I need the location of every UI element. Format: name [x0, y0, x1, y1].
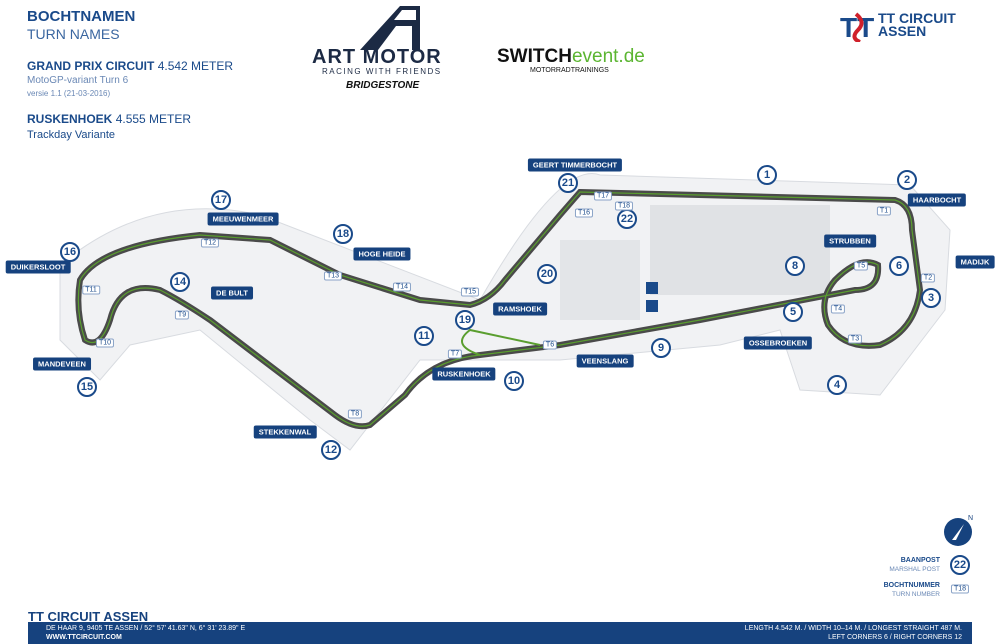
- corner-strubben: STRUBBEN: [824, 234, 876, 248]
- marker-2: 2: [897, 170, 917, 190]
- artmotor-logo-icon: [360, 6, 420, 50]
- switch-tag: MOTORRADTRAININGS: [530, 67, 609, 74]
- turn-t5: T5: [853, 261, 869, 271]
- marker-4: 4: [827, 375, 847, 395]
- gp-label: GRAND PRIX CIRCUIT: [27, 59, 155, 73]
- corner-ramshoek: RAMSHOEK: [493, 302, 547, 316]
- marker-12: 12: [321, 440, 341, 460]
- footer-bar: DE HAAR 9, 9405 TE ASSEN / 52° 57' 41.63…: [28, 622, 972, 644]
- title: BOCHTNAMEN: [27, 8, 136, 25]
- gp-length: 4.542 METER: [157, 59, 234, 73]
- corner-ruskenhoek: RUSKENHOEK: [432, 367, 496, 381]
- turn-t3: T3: [847, 334, 863, 344]
- ruskenhoek-variant: [461, 328, 541, 356]
- svg-text:N: N: [968, 515, 973, 522]
- gp-info: GRAND PRIX CIRCUIT 4.542 METER: [27, 59, 233, 73]
- marker-6: 6: [889, 256, 909, 276]
- rk-length: 4.555 METER: [115, 112, 192, 126]
- corner-haarbocht: HAARBOCHT: [907, 193, 967, 207]
- corner-duikersloot: DUIKERSLOOT: [5, 260, 71, 274]
- corner-hoge-heide: HOGE HEIDE: [353, 247, 411, 261]
- turn-t14: T14: [392, 282, 412, 292]
- artmotor-tag: RACING WITH FRIENDS: [322, 67, 442, 76]
- marker-3: 3: [921, 288, 941, 308]
- rk-info: RUSKENHOEK 4.555 METER: [27, 112, 191, 126]
- gp-variant: MotoGP-variant Turn 6: [27, 75, 129, 86]
- legend-marshal-nl: BAANPOST: [900, 557, 940, 564]
- turn-t2: T2: [920, 273, 936, 283]
- corner-de-bult: DE BULT: [211, 286, 253, 300]
- turn-t1: T1: [876, 206, 892, 216]
- switch-logo: SWITCHevent.de: [497, 46, 645, 68]
- footer-address: DE HAAR 9, 9405 TE ASSEN / 52° 57' 41.63…: [46, 625, 246, 632]
- corner-veenslang: VEENSLANG: [576, 354, 634, 368]
- marker-15: 15: [77, 377, 97, 397]
- turn-t11: T11: [82, 285, 100, 295]
- switch-domain: event.de: [571, 46, 645, 67]
- gp-version: versie 1.1 (21-03-2016): [27, 89, 111, 98]
- buildings: [560, 205, 830, 320]
- footer-name: TT CIRCUIT ASSEN: [28, 609, 149, 624]
- corner-mandeveen: MANDEVEEN: [33, 357, 91, 371]
- marker-14: 14: [170, 272, 190, 292]
- medical-icon: [646, 282, 658, 294]
- turn-t7: T7: [447, 349, 463, 359]
- turn-t6: T6: [542, 340, 558, 350]
- legend-turn-nl: BOCHTNUMMER: [883, 582, 940, 589]
- legend-turn-example: T18: [950, 584, 970, 594]
- circuit-logo-text: TT CIRCUIT ASSEN: [878, 10, 956, 39]
- track-edge-line: [77, 191, 921, 427]
- corner-stekkenwal: STEKKENWAL: [253, 425, 317, 439]
- rk-label: RUSKENHOEK: [27, 112, 113, 126]
- legend-marshal-example: 22: [950, 555, 970, 575]
- switch-name: SWITCH: [497, 46, 572, 67]
- marker-19: 19: [455, 310, 475, 330]
- marker-8: 8: [785, 256, 805, 276]
- marker-18: 18: [333, 224, 353, 244]
- marker-17: 17: [211, 190, 231, 210]
- marker-20: 20: [537, 264, 557, 284]
- corner-madijk: MADIJK: [955, 255, 995, 269]
- helipad-icon: [646, 300, 658, 312]
- artmotor-name: ART MOTOR: [312, 46, 442, 68]
- subtitle: TURN NAMES: [27, 26, 120, 42]
- turn-t10: T10: [95, 338, 115, 348]
- turn-t8: T8: [347, 409, 363, 419]
- corner-meeuwenmeer: MEEUWENMEER: [207, 212, 279, 226]
- tt-circuit-logo: TT TT CIRCUIT ASSEN: [840, 10, 960, 42]
- marker-10: 10: [504, 371, 524, 391]
- footer-stats-length: LENGTH 4.542 M. / WIDTH 10–14 M. / LONGE…: [744, 625, 962, 632]
- turn-t17: T17: [593, 191, 613, 201]
- rk-variant: Trackday Variante: [27, 129, 116, 141]
- turn-t4: T4: [830, 304, 846, 314]
- marker-11: 11: [414, 326, 434, 346]
- marker-5: 5: [783, 302, 803, 322]
- legend-turn-en: TURN NUMBER: [891, 591, 940, 598]
- footer-url[interactable]: WWW.TTCIRCUIT.COM: [46, 634, 122, 641]
- turn-t15: T15: [460, 287, 480, 297]
- turn-t9: T9: [174, 310, 190, 320]
- marker-21: 21: [558, 173, 578, 193]
- turn-t18: T18: [614, 201, 634, 211]
- turn-t16: T16: [574, 208, 594, 218]
- turn-t12: T12: [200, 238, 220, 248]
- tt-logo-icon: TT: [840, 12, 874, 42]
- corner-geert-timmerbocht: GEERT TIMMERBOCHT: [527, 158, 623, 172]
- bridgestone-logo: BRIDGESTONE: [346, 80, 420, 91]
- turn-t13: T13: [323, 271, 343, 281]
- marker-1: 1: [757, 165, 777, 185]
- corner-ossebroeken: OSSEBROEKEN: [743, 336, 813, 350]
- footer-stats-corners: LEFT CORNERS 6 / RIGHT CORNERS 12: [828, 634, 962, 641]
- marker-9: 9: [651, 338, 671, 358]
- marker-22: 22: [617, 209, 637, 229]
- legend-marshal-en: MARSHAL POST: [889, 566, 940, 573]
- compass-icon: N: [944, 515, 973, 546]
- marker-16: 16: [60, 242, 80, 262]
